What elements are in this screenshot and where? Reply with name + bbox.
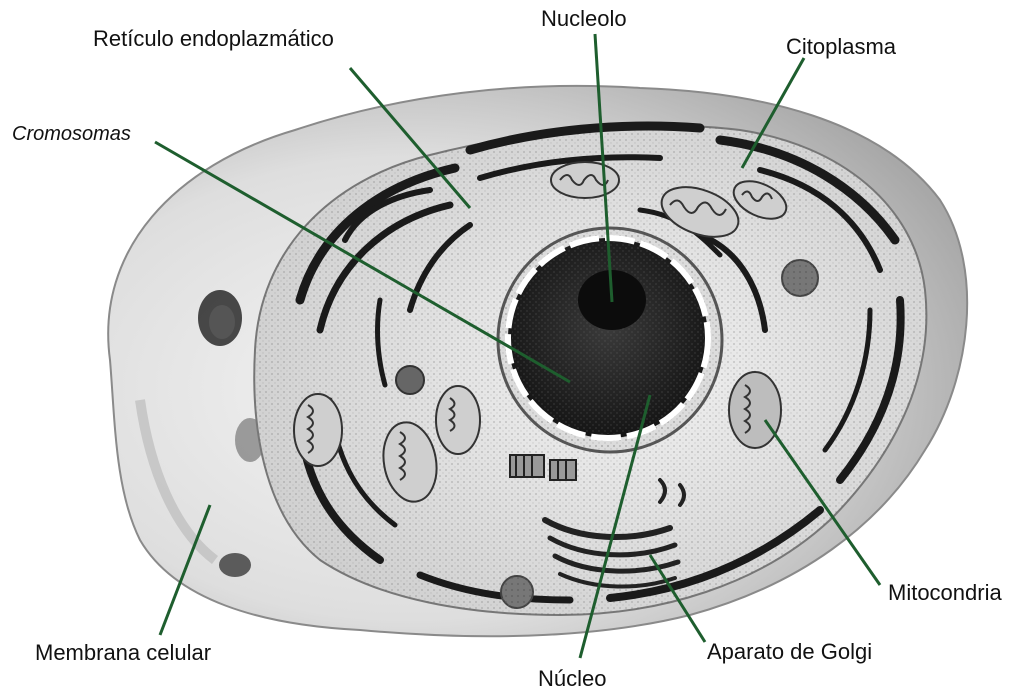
label-mitocondria: Mitocondria — [888, 582, 1002, 604]
label-aparato-de-golgi: Aparato de Golgi — [707, 641, 872, 663]
label-reticulo-endoplazmatico: Retículo endoplazmático — [93, 28, 334, 50]
label-membrana-celular: Membrana celular — [35, 642, 211, 664]
label-nucleolo: Nucleolo — [541, 8, 627, 30]
label-cromosomas: Cromosomas — [12, 124, 131, 144]
label-nucleo: Núcleo — [538, 668, 606, 690]
label-citoplasma: Citoplasma — [786, 36, 896, 58]
